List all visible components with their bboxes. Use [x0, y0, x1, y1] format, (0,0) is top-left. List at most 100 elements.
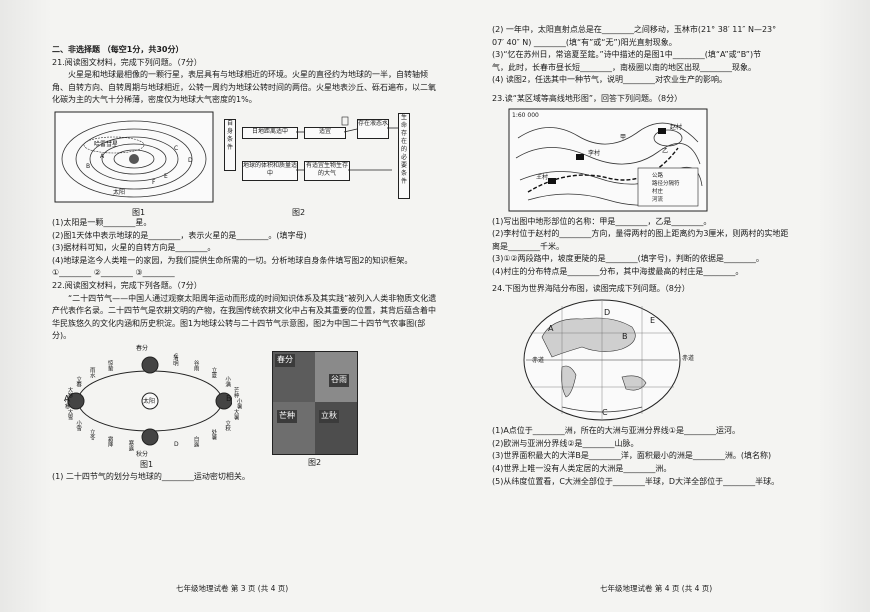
fw-arrows: [296, 116, 398, 171]
solar-term-label: 立春: [75, 375, 82, 387]
footer-page-3: 七年级地理试卷 第 3 页 (共 4 页): [176, 584, 289, 593]
map-label-jia: 甲: [620, 133, 627, 141]
q24-sub3: (3)世界面积最大的大洋B是________洋，面积最小的洲是________洲…: [492, 451, 772, 461]
solar-term-label: 惊蛰: [106, 359, 113, 371]
q21-paragraph: 火星是和地球最相像的一颗行星，表层具有与地球相近的环境。火星的直径约为地球的一半…: [52, 70, 436, 105]
q23-sub4: (4)村庄的分布特点是________分布，其中海拔最高的村庄是________…: [492, 266, 744, 276]
q23-sub2: (2)李村位于赵村的________方向，量得两村的图上距离约为3厘米，则两村的…: [492, 229, 789, 239]
q22-figures: A B C D 太阳 春分 秋分 清明谷雨立夏小满芒种小暑大暑立秋处暑白露寒露霜…: [52, 343, 440, 469]
q23-sub2-cont: 离是________千米。: [492, 241, 564, 251]
q21-sub4-blanks: ①________ ②________ ③________: [52, 268, 175, 278]
fw-box-temperature: 适宜: [304, 126, 346, 139]
solar-term-label: 白露: [192, 436, 199, 447]
q22-paragraph: “二十四节气——中国人通过观察太阳周年运动而形成的时间知识体系及其实践”被列入人…: [52, 293, 437, 341]
q21-fig1-caption: 图1: [132, 207, 146, 217]
fw-box-atmosphere: 有适宜生物生存的大气: [304, 160, 350, 181]
orbit-label-b: B: [226, 393, 232, 403]
solar-term-label: 芒种: [232, 386, 239, 398]
orbit-autumn-label: 秋分: [136, 450, 149, 458]
q21-sub4: (4)地球是迄今人类唯一的家园，为我们提供生命所需的一切。分析地球自身条件填写图…: [52, 255, 413, 265]
solar-term-label: 小雪: [75, 419, 82, 431]
map-label-licun: 李村: [588, 149, 601, 157]
orbit-spring-label: 春分: [136, 344, 149, 352]
solar-term-label: 立秋: [224, 419, 231, 431]
q23-sub1: (1)写出图中地形部位的名称：甲是________，乙是________。: [492, 216, 712, 226]
orbit-label-c: C: [174, 352, 179, 360]
orbit-label-a: A: [64, 393, 70, 403]
solar-term-label: 大暑: [232, 409, 239, 421]
legend-river: 河流: [652, 196, 664, 203]
world-map: [523, 299, 681, 421]
solar-term-label: 霜降: [106, 436, 113, 447]
page-4: (2) 一年中，太阳直射点总是在________之间移动，玉林市(21° 38′…: [492, 24, 822, 488]
solar-term-label: 大雪: [66, 409, 73, 421]
legend-path: 路径分隔符: [652, 180, 680, 187]
fig1-label-e: E: [164, 172, 168, 180]
legend-road: 公路: [652, 172, 664, 179]
photo-label-grain-rain: 谷雨: [329, 373, 349, 387]
q24-sub4: (4)世界上唯一没有人类定居的大洲是________洲。: [492, 463, 672, 473]
q22-fig2-caption: 图2: [308, 457, 322, 467]
solar-system-figure: [54, 111, 214, 203]
q24-sub2: (2)欧洲与亚洲分界线②是________山脉。: [492, 438, 639, 448]
orbit-label-d: D: [174, 440, 179, 448]
map-label-yi: 乙: [662, 147, 669, 155]
solar-term-label: 小寒: [63, 397, 70, 409]
comet-label: 哈雷彗星: [94, 140, 119, 148]
equator-label-left: 赤道: [532, 357, 545, 365]
earth-orbit-figure: [67, 356, 232, 446]
equator-label-right: 赤道: [682, 355, 695, 363]
footer-page-4: 七年级地理试卷 第 4 页 (共 4 页): [600, 584, 713, 593]
fig1-label-a: A: [100, 152, 105, 160]
solar-term-label: 雨水: [88, 366, 95, 378]
map-label-zhaocun: 赵村: [670, 123, 683, 131]
world-label-c: C: [602, 408, 608, 418]
q22-sub3-cont: 气，此时，长春市昼长短________，南极圈以南的地区出现________现象…: [492, 62, 756, 72]
page-3: 二、非选择题 （每空1分，共30分） 21.阅读图文材料，完成下列问题。（7分）…: [52, 44, 440, 484]
q22-sub3: (3)“忆在苏州日，常谙夏至筵。”诗中描述的是图1中________(填“A”或…: [492, 50, 762, 60]
photo-label-spring-equinox: 春分: [275, 353, 295, 367]
solar-term-label: 清明: [171, 355, 178, 367]
fw-box-water: 存在液态水: [357, 118, 389, 139]
fw-box-final: 生命存在的必要条件: [398, 112, 410, 199]
q23-sub3: (3)①②两段路中，坡度更陡的是________(填字号)，判断的依据是____…: [492, 254, 764, 264]
q24-stem: 24.下图为世界海陆分布图，读图完成下列问题。（8分）: [492, 283, 690, 293]
fig1-label-b: B: [86, 162, 91, 170]
q22-stem: 22.阅读图文材料，完成下列各题。（7分）: [52, 280, 202, 290]
solar-term-label: 处暑: [210, 429, 217, 441]
solar-term-label: 立夏: [210, 366, 217, 378]
solar-term-label: 小暑: [235, 397, 242, 409]
q21-figures: 太阳 哈雷彗星 A B C D E F 图1 自身条件 日地距离适中 适宜 地球…: [52, 107, 440, 217]
q21-fig2-caption: 图2: [292, 207, 306, 217]
solar-term-label: 立冬: [88, 429, 95, 441]
fw-self-conditions: 自身条件: [224, 118, 236, 171]
legend-village: 村庄: [652, 188, 664, 195]
world-map-figure: A B C D E 赤道 赤道: [492, 295, 822, 425]
q23-stem: 23.读“某区域等高线地形图”，回答下列问题。（8分）: [492, 93, 683, 103]
q22-fig1-caption: 图1: [140, 459, 154, 469]
contour-map: [508, 108, 708, 212]
solar-term-label: 小满: [224, 375, 231, 387]
q21-sub1: (1)太阳是一颗________星。: [52, 217, 152, 227]
contour-map-figure: 1:60 000 甲 乙 李村 王村 赵村 公路 路径分隔符 村庄 河流: [492, 106, 822, 216]
map-scale: 1:60 000: [512, 111, 539, 119]
photo-label-grain-in-ear: 芒种: [277, 409, 297, 423]
map-label-wangcun: 王村: [536, 173, 549, 181]
world-label-e: E: [650, 316, 656, 326]
q24-sub5: (5)从纬度位置看，C大洲全部位于________半球，D大洋全部位于_____…: [492, 476, 780, 486]
q22-sub4: (4) 读图2，任选其中一种节气，说明________对农业生产的影响。: [492, 75, 727, 85]
q22-sub2-cont: 07′ 40″ N) ________(填“有”或“无”)阳光直射现象。: [492, 37, 677, 47]
fig1-label-f: F: [152, 178, 156, 186]
photo-label-autumn-begins: 立秋: [319, 409, 339, 423]
q21-sub3: (3)据材料可知，火星的自转方向是________。: [52, 243, 216, 253]
q24-sub1: (1)A点位于________洲，所在的大洲与亚洲分界线①是________运河…: [492, 426, 740, 436]
orbit-sun-label: 太阳: [143, 397, 156, 405]
farming-photo-panel: 春分 谷雨 芒种 立秋: [272, 350, 358, 455]
fig1-label-d: D: [188, 156, 193, 164]
fig1-label-c: C: [174, 144, 179, 152]
world-label-b: B: [622, 332, 628, 342]
world-label-a: A: [548, 324, 554, 334]
solar-term-label: 寒露: [127, 440, 134, 452]
q22-sub2: (2) 一年中，太阳直射点总是在________之间移动，玉林市(21° 38′…: [492, 25, 777, 34]
